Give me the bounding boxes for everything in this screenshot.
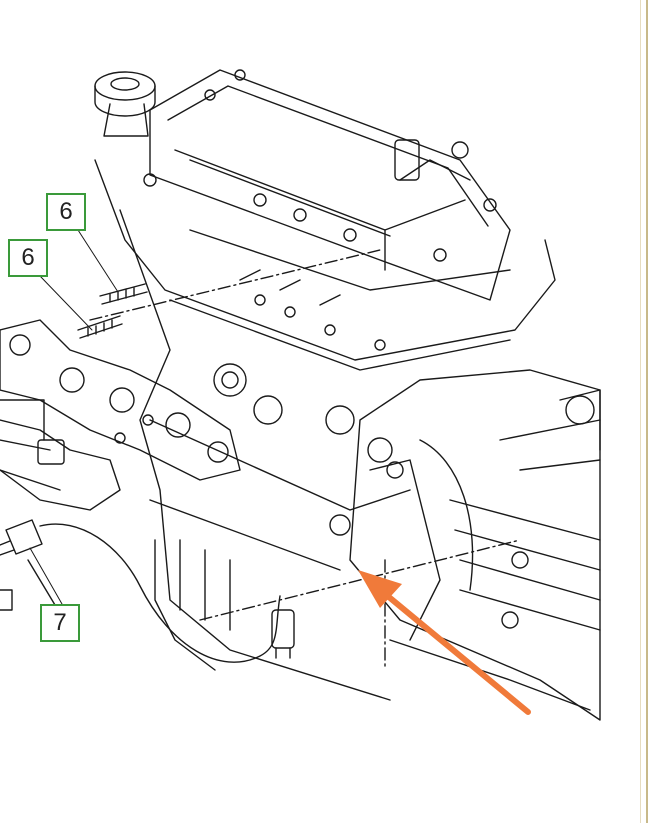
centerline	[89, 249, 381, 321]
orange-arrow-indicator	[358, 570, 531, 715]
page-margin-rule	[646, 0, 648, 823]
stud-6-lower	[77, 315, 123, 339]
centerline-diagonal	[199, 539, 521, 621]
callout-6-lower: 6	[8, 239, 48, 277]
leader-6b	[39, 275, 93, 331]
callout-label: 6	[59, 198, 73, 225]
oxygen-sensor	[0, 519, 281, 663]
oil-filler-cap	[94, 71, 156, 137]
callout-6-upper: 6	[46, 193, 86, 231]
leader-6a	[77, 229, 119, 293]
valve-cover	[143, 69, 511, 301]
engine-block	[94, 159, 556, 701]
exhaust-manifold	[0, 399, 121, 511]
stud-6-upper	[99, 283, 148, 305]
sensor-connector	[271, 609, 295, 659]
manifold-gasket	[0, 319, 241, 481]
page-margin-rule-inner	[640, 0, 641, 823]
callout-7: 7	[40, 604, 80, 642]
callout-label: 6	[21, 244, 35, 271]
leader-7	[29, 547, 63, 605]
transmission	[349, 369, 601, 721]
callout-label: 7	[53, 609, 67, 636]
